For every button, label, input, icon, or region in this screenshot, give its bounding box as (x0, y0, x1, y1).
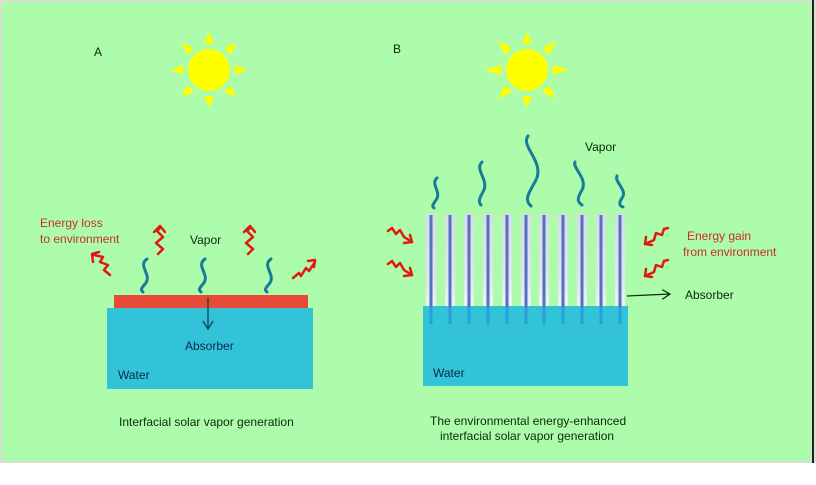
caption-a: Interfacial solar vapor generation (119, 415, 294, 429)
absorber-fiber-submerged (542, 307, 546, 324)
absorber-fiber (542, 215, 546, 307)
energy-gain-label-line2: from environment (683, 245, 777, 259)
absorber-fiber (599, 215, 603, 307)
vapor-wave-icon (477, 160, 487, 207)
absorber-fiber-submerged (561, 307, 565, 324)
water-label-a: Water (118, 368, 150, 382)
vapor-label-b: Vapor (585, 140, 617, 154)
absorber-plate-a (114, 295, 308, 308)
panel-a-label: A (94, 45, 103, 59)
energy-gain-label-line1: Energy gain (687, 229, 752, 243)
absorber-fiber (561, 215, 565, 307)
sun-icon (485, 32, 569, 108)
caption-b-line2: interfacial solar vapor generation (440, 429, 615, 443)
absorber-fiber (448, 215, 452, 307)
absorber-label-b: Absorber (685, 288, 734, 302)
bottom-margin (0, 463, 816, 485)
absorber-fiber-submerged (467, 307, 471, 324)
panel-a (90, 32, 317, 389)
heat-gain-arrow-icon (643, 258, 670, 279)
heat-gain-arrow-icon (386, 259, 414, 278)
panel-b (386, 32, 670, 386)
absorber-pointer-arrow (626, 294, 670, 296)
right-edge-line (812, 0, 814, 463)
absorber-fiber-submerged (580, 307, 584, 324)
absorber-fiber (429, 215, 433, 307)
absorber-fiber (580, 215, 584, 307)
water-label-b: Water (433, 366, 465, 380)
heat-gain-arrow-icon (386, 226, 414, 245)
heat-loss-arrow-icon (242, 224, 257, 256)
vapor-wave-icon (573, 160, 585, 207)
sun-icon (171, 32, 247, 108)
absorber-fiber-submerged (448, 307, 452, 324)
vapor-wave-icon (197, 257, 207, 294)
vapor-wave-icon (524, 134, 540, 208)
vapor-wave-icon (139, 257, 149, 294)
absorber-fiber (486, 215, 490, 307)
absorber-fiber (618, 215, 622, 307)
absorber-fiber-submerged (429, 307, 433, 324)
absorber-fiber-submerged (599, 307, 603, 324)
water-body-a (107, 308, 313, 389)
panel-b-label: B (393, 42, 402, 56)
absorber-fiber (467, 215, 471, 307)
vapor-label-a: Vapor (190, 233, 222, 247)
heat-loss-arrow-icon (90, 250, 112, 277)
heat-loss-arrow-icon (291, 258, 317, 280)
absorber-fiber-submerged (618, 307, 622, 324)
absorber-fiber-submerged (486, 307, 490, 324)
fiber-array (426, 214, 625, 324)
absorber-fiber (505, 215, 509, 307)
heat-gain-arrow-icon (643, 226, 670, 247)
absorber-fiber-submerged (505, 307, 509, 324)
absorber-fiber (524, 215, 528, 307)
energy-loss-label-line1: Energy loss (40, 216, 103, 230)
vapor-wave-icon (431, 176, 440, 210)
absorber-fiber-submerged (524, 307, 528, 324)
absorber-label-a: Absorber (185, 339, 234, 353)
heat-loss-arrow-icon (152, 224, 167, 256)
vapor-wave-icon (263, 257, 273, 294)
energy-loss-label-line2: to environment (40, 232, 120, 246)
caption-b-line1: The environmental energy-enhanced (430, 414, 627, 428)
vapor-wave-icon (615, 174, 625, 209)
